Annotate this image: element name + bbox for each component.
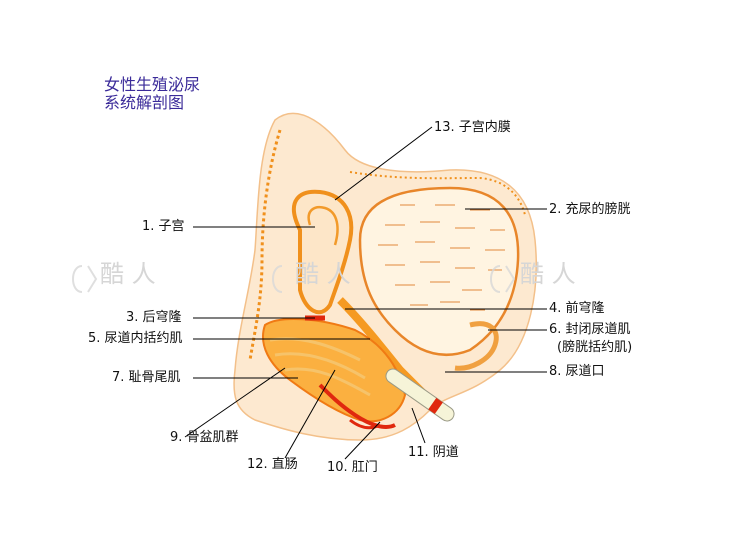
label-internal-urethral-sphincter: 5. 尿道内括约肌 xyxy=(88,331,183,346)
uterus-inner xyxy=(307,206,339,246)
label-rectum: 12. 直肠 xyxy=(247,457,298,472)
label-full-bladder: 2. 充尿的膀胱 xyxy=(549,202,631,217)
label-vagina: 11. 阴道 xyxy=(408,445,459,460)
label-pubococcygeus: 7. 耻骨尾肌 xyxy=(112,370,181,385)
watermark-right: 酷 人 xyxy=(520,260,576,288)
bladder-hatching xyxy=(378,204,505,311)
diagram-title-line-2: 系统解剖图 xyxy=(104,93,185,112)
urethral-sphincter xyxy=(454,321,499,371)
front-wall-texture xyxy=(349,171,526,216)
anal-red xyxy=(349,418,381,430)
watermark-middle: 酷 人 xyxy=(295,260,351,288)
probe xyxy=(385,368,455,422)
label-closed-urethral-muscle: 6. 封闭尿道肌 xyxy=(549,322,631,337)
label-anus: 10. 肛门 xyxy=(327,460,378,475)
label-urethral-opening: 8. 尿道口 xyxy=(549,364,605,379)
label-anterior-fornix: 4. 前穹隆 xyxy=(549,301,605,316)
bladder xyxy=(358,186,520,357)
label-closed-urethral-muscle-note: (膀胱括约肌) xyxy=(557,340,633,355)
leader-lines xyxy=(184,126,547,460)
label-endometrium: 13. 子宫内膜 xyxy=(434,120,511,135)
diagram-title-line-1: 女性生殖泌尿 xyxy=(104,75,201,94)
label-uterus: 1. 子宫 xyxy=(142,219,185,234)
rectum-red xyxy=(318,383,396,429)
back-wall-texture xyxy=(248,129,282,361)
watermark-marks xyxy=(72,265,516,293)
label-posterior-fornix: 3. 后穹隆 xyxy=(126,310,182,325)
watermark-left: 酷 人 xyxy=(100,260,156,288)
label-pelvic-floor: 9. 骨盆肌群 xyxy=(170,430,239,445)
